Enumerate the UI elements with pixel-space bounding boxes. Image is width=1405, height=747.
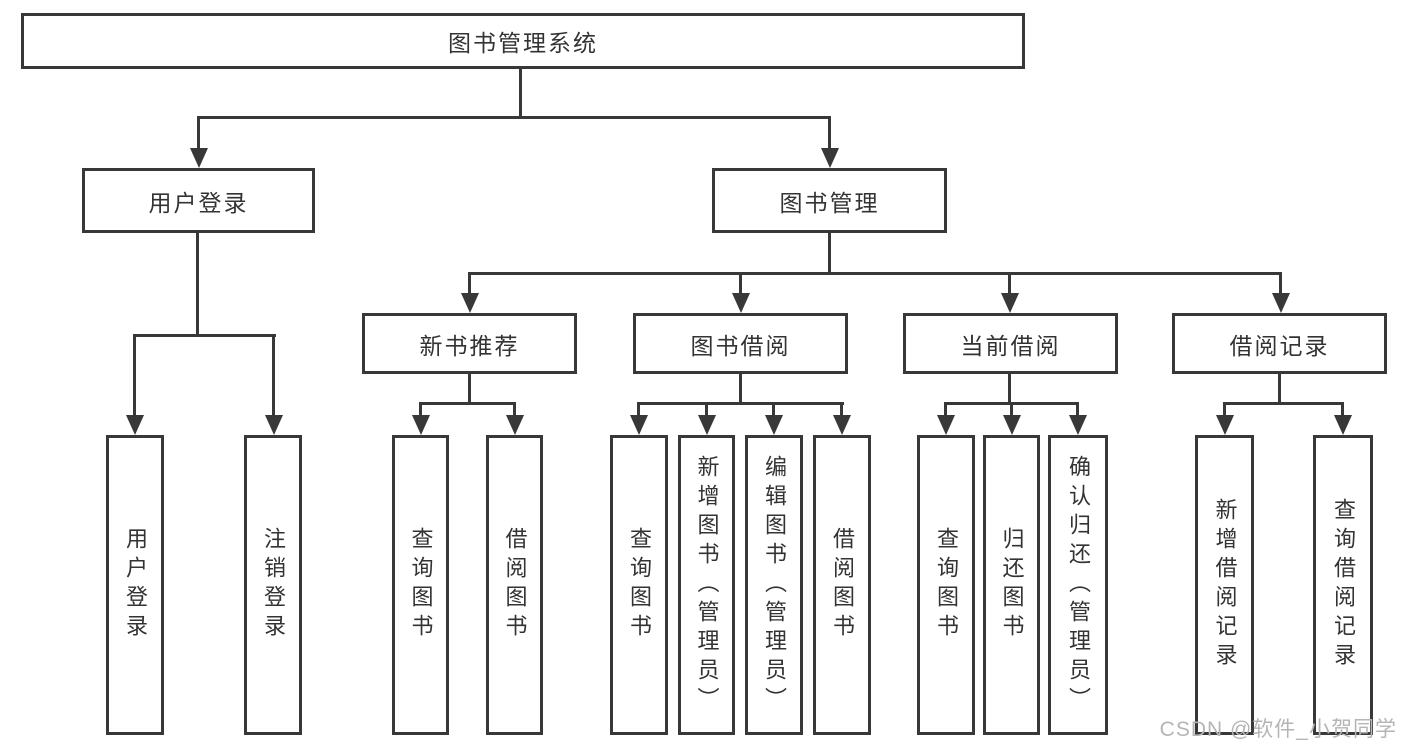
leaf-label: 确认归还（管理员） xyxy=(1066,454,1091,716)
leaf-query-book-3: 查询图书 xyxy=(917,435,975,735)
connector-borrowrecord-branch xyxy=(1223,402,1344,405)
connector-root-stem xyxy=(519,66,522,118)
leaf-label: 查询图书 xyxy=(627,527,652,643)
arrow-to-borrow-record xyxy=(1279,272,1282,293)
arrow-to-leaf-edit-book xyxy=(772,402,775,415)
arrow-to-book-borrow xyxy=(739,272,742,293)
connector-bookborrow-stem xyxy=(739,372,742,405)
leaf-borrow-book-2: 借阅图书 xyxy=(813,435,871,735)
leaf-edit-book-admin: 编辑图书（管理员） xyxy=(745,435,803,735)
leaf-return-book: 归还图书 xyxy=(983,435,1040,735)
node-book-borrow: 图书借阅 xyxy=(633,313,848,374)
arrow-to-leaf-logout xyxy=(272,334,275,415)
arrow-to-new-book xyxy=(468,272,471,293)
leaf-confirm-return-admin: 确认归还（管理员） xyxy=(1048,435,1108,735)
arrow-to-leaf-query-book-1 xyxy=(419,402,422,415)
node-label: 图书管理 xyxy=(779,189,880,216)
arrow-to-leaf-confirm-return xyxy=(1076,402,1079,415)
leaf-label: 用户登录 xyxy=(123,527,148,643)
arrow-to-leaf-borrow-book-1 xyxy=(513,402,516,415)
node-label: 图书借阅 xyxy=(690,332,791,359)
node-root-library-system: 图书管理系统 xyxy=(21,13,1025,69)
connector-newbook-stem xyxy=(468,372,471,405)
connector-bookmgmt-branch xyxy=(468,272,1282,275)
node-current-borrow: 当前借阅 xyxy=(903,313,1118,374)
leaf-label: 借阅图书 xyxy=(830,527,855,643)
node-new-book-recommend: 新书推荐 xyxy=(362,313,577,374)
arrow-to-user-login xyxy=(197,116,200,148)
node-label: 新书推荐 xyxy=(419,332,520,359)
arrow-to-leaf-add-book xyxy=(705,402,708,415)
arrow-to-leaf-borrow-book-2 xyxy=(840,402,843,415)
connector-borrowrecord-stem xyxy=(1278,372,1281,405)
leaf-user-login: 用户登录 xyxy=(106,435,164,735)
leaf-label: 注销登录 xyxy=(261,527,286,643)
leaf-label: 查询图书 xyxy=(934,527,959,643)
arrow-to-current-borrow xyxy=(1008,272,1011,293)
leaf-borrow-book-1: 借阅图书 xyxy=(486,435,543,735)
node-label: 图书管理系统 xyxy=(448,30,598,56)
leaf-label: 查询图书 xyxy=(408,527,434,643)
node-label: 用户登录 xyxy=(148,189,249,216)
leaf-label: 查询借阅记录 xyxy=(1331,498,1356,672)
arrow-to-leaf-add-record xyxy=(1223,402,1226,415)
node-book-management: 图书管理 xyxy=(712,168,947,233)
connector-userlogin-stem xyxy=(196,231,199,337)
connector-userlogin-branch xyxy=(133,334,276,337)
arrow-to-leaf-query-book-3 xyxy=(944,402,947,415)
node-borrow-record: 借阅记录 xyxy=(1172,313,1387,374)
leaf-add-borrow-record: 新增借阅记录 xyxy=(1195,435,1254,735)
leaf-label: 借阅图书 xyxy=(502,527,528,643)
node-label: 当前借阅 xyxy=(960,332,1061,359)
connector-root-branch xyxy=(197,116,831,119)
node-user-login: 用户登录 xyxy=(82,168,315,233)
csdn-watermark: CSDN @软件_小贺同学 xyxy=(1159,718,1397,741)
arrow-to-leaf-query-record xyxy=(1341,402,1344,415)
leaf-query-book-1: 查询图书 xyxy=(392,435,449,735)
leaf-label: 归还图书 xyxy=(999,527,1025,643)
leaf-query-borrow-record: 查询借阅记录 xyxy=(1313,435,1373,735)
arrow-to-leaf-return-book xyxy=(1010,402,1013,415)
arrow-to-book-management xyxy=(828,116,831,148)
arrow-to-leaf-query-book-2 xyxy=(637,402,640,415)
connector-currentborrow-stem xyxy=(1008,372,1011,405)
connector-newbook-branch xyxy=(419,402,516,405)
connector-bookborrow-branch xyxy=(637,402,844,405)
leaf-add-book-admin: 新增图书（管理员） xyxy=(678,435,735,735)
node-label: 借阅记录 xyxy=(1229,332,1330,359)
leaf-logout: 注销登录 xyxy=(244,435,302,735)
arrow-to-leaf-user-login xyxy=(133,334,136,415)
leaf-query-book-2: 查询图书 xyxy=(610,435,668,735)
leaf-label: 新增图书（管理员） xyxy=(694,454,720,716)
leaf-label: 编辑图书（管理员） xyxy=(762,454,787,716)
connector-bookmgmt-stem xyxy=(828,231,831,274)
leaf-label: 新增借阅记录 xyxy=(1212,498,1238,672)
